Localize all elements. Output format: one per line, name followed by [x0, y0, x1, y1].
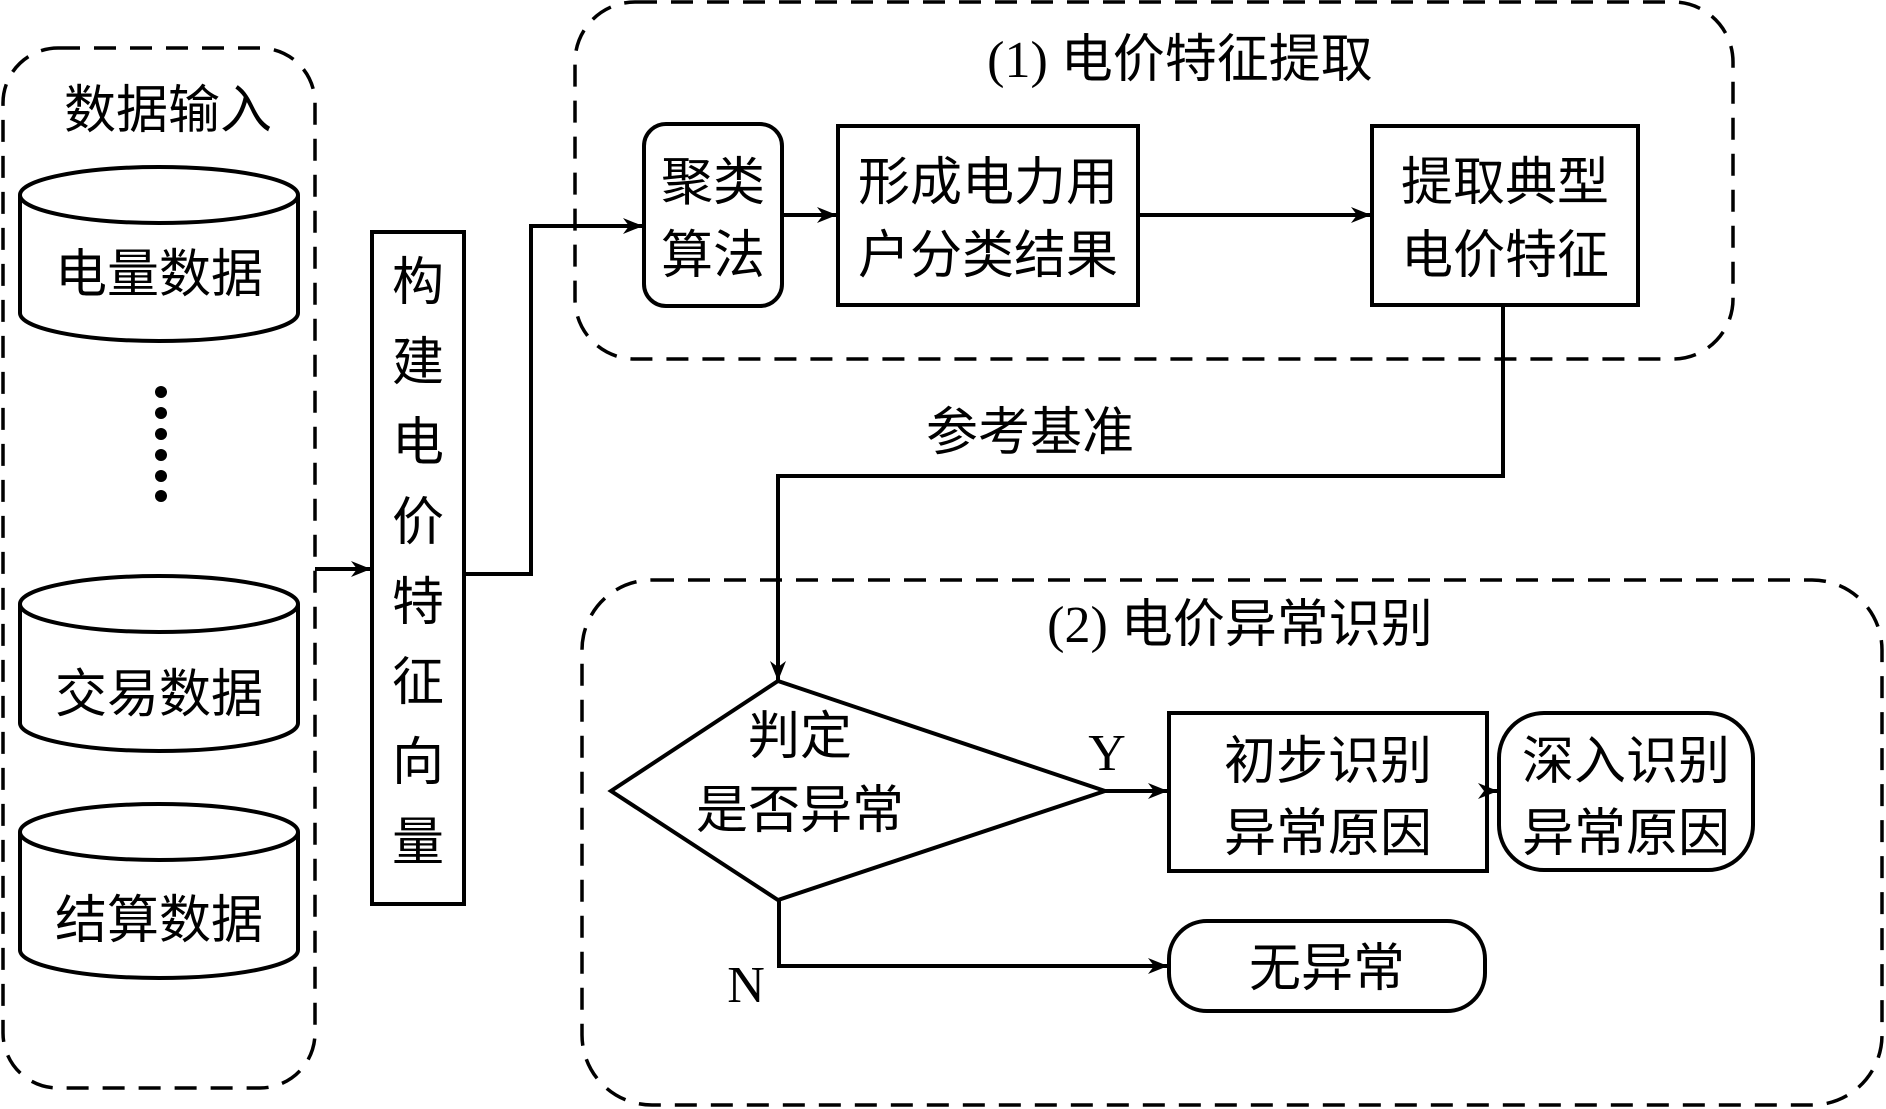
anomaly-identification-dashed-border [580, 578, 1884, 1107]
feature-extraction-title: (1) 电价特征提取 [987, 32, 1373, 89]
database-label: 电量数据 [55, 245, 263, 305]
database-label: 交易数据 [55, 665, 263, 725]
node-text-line2: 电价特征 [1401, 226, 1609, 286]
ellipsis-dots [155, 386, 167, 502]
group-anomaly-identification: (2) 电价异常识别 判定 是否异常 Y 初步识别 异常原因 深入识别 异常原因… [580, 578, 1884, 1107]
arrow-decision-no [777, 900, 1168, 974]
vector-char: 价 [392, 493, 444, 553]
node-text-line1: 提取典型 [1401, 153, 1609, 213]
data-input-title: 数据输入 [64, 81, 272, 141]
node-text-line2: 异常原因 [1522, 804, 1730, 864]
edge-label-no: N [727, 957, 765, 1014]
database-cylinder-top [18, 802, 300, 862]
edge-label-reference: 参考基准 [926, 403, 1134, 463]
node-text-line2: 户分类结果 [858, 226, 1118, 286]
node-clustering-algorithm: 聚类 算法 [642, 122, 784, 308]
node-user-classification-result: 形成电力用 户分类结果 [836, 124, 1140, 307]
node-text: 无异常 [1249, 939, 1405, 999]
database-settlement: 结算数据 [18, 802, 300, 980]
vector-box [370, 230, 466, 906]
node-text-line1: 深入识别 [1522, 732, 1730, 792]
vector-char: 特 [392, 573, 444, 633]
node-build-price-feature-vector: 构 建 电 价 特 征 向 量 [370, 230, 466, 906]
data-input-dashed-border [1, 46, 317, 1090]
node-text-line1: 判定 [748, 707, 852, 767]
vector-char: 建 [392, 333, 444, 393]
anomaly-identification-title: (2) 电价异常识别 [1047, 597, 1433, 654]
database-power-quantity: 电量数据 [18, 165, 300, 343]
database-transaction: 交易数据 [18, 574, 300, 753]
database-cylinder-body [18, 195, 300, 343]
vector-char: 量 [392, 813, 444, 873]
node-text-line1: 形成电力用 [858, 153, 1118, 213]
vector-char: 征 [392, 653, 444, 713]
database-cylinder-top [18, 165, 300, 225]
node-extract-typical-price-features: 提取典型 电价特征 [1370, 124, 1640, 307]
database-cylinder-body [18, 604, 300, 753]
group-feature-extraction: (1) 电价特征提取 聚类 算法 形成电力用 户分类结果 提取典型 电价特征 [573, 0, 1735, 361]
vector-char: 向 [392, 733, 444, 793]
database-cylinder-body [18, 832, 300, 980]
arrow-features-to-decision [770, 305, 1505, 681]
node-text-line2: 算法 [661, 226, 765, 286]
database-cylinder-top [18, 574, 300, 634]
node-no-anomaly: 无异常 [1167, 919, 1487, 1013]
feature-extraction-dashed-border [573, 0, 1735, 361]
vector-char: 构 [392, 253, 444, 313]
arrow-vector-to-clustering [464, 218, 643, 576]
group-data-input: 数据输入 电量数据 交易数据 结算数据 [1, 46, 317, 1090]
database-label: 结算数据 [55, 891, 263, 951]
node-deep-identify-cause: 深入识别 异常原因 [1497, 711, 1755, 872]
node-text-line2: 异常原因 [1224, 804, 1432, 864]
vector-char: 电 [392, 413, 444, 473]
node-text-line2: 是否异常 [696, 781, 904, 841]
node-initial-identify-cause: 初步识别 异常原因 [1167, 711, 1489, 873]
node-text-line1: 初步识别 [1224, 732, 1432, 792]
edge-label-yes: Y [1088, 725, 1126, 782]
node-text-line1: 聚类 [661, 153, 765, 213]
node-decision-is-anomaly: 判定 是否异常 [607, 678, 1112, 903]
